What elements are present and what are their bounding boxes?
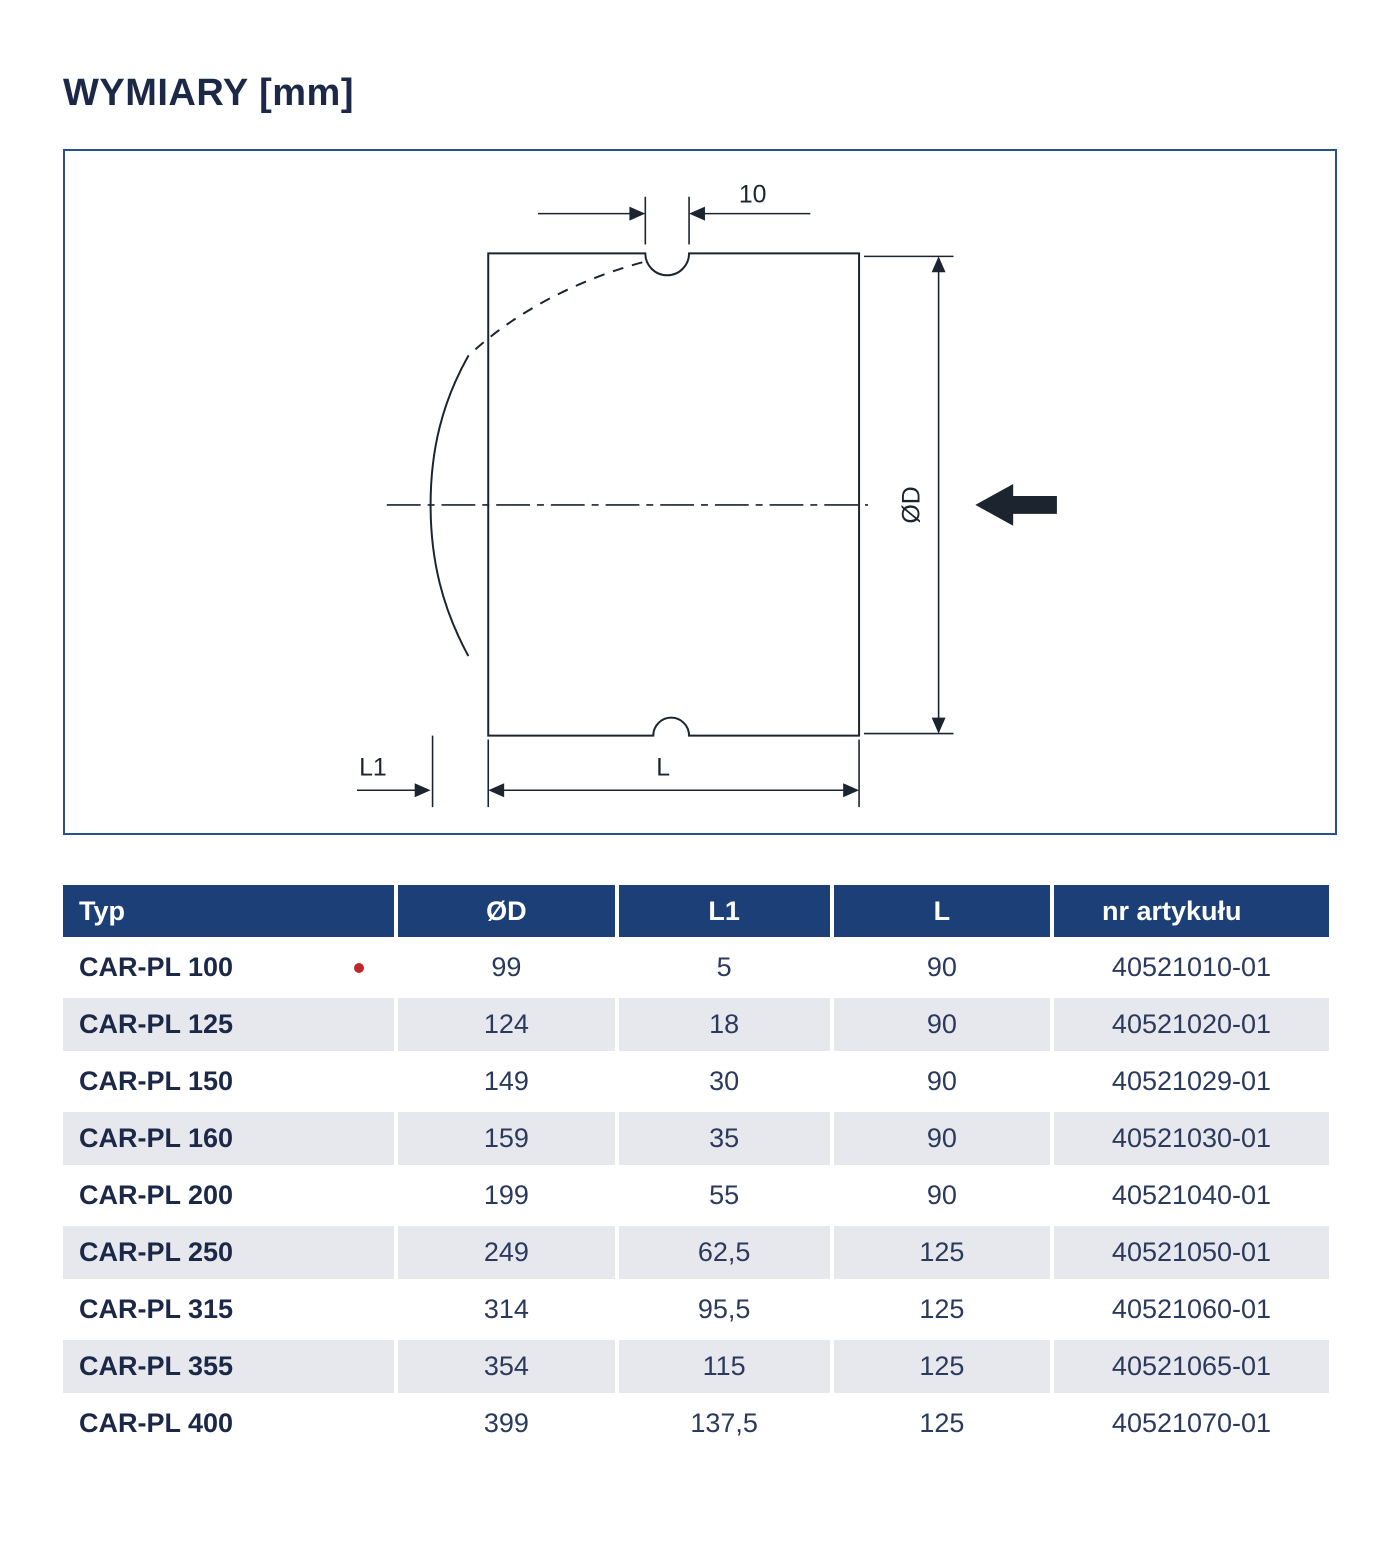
- dome-arc: [429, 355, 470, 657]
- cap-outline: [487, 252, 861, 737]
- cell-l: 90: [833, 998, 1050, 1051]
- col-header-l1: L1: [618, 885, 830, 937]
- col-header-l: L: [833, 885, 1050, 937]
- table-row: CAR-PL 100 99 5 90 40521010-01: [63, 941, 1329, 994]
- cell-od: 314: [398, 1283, 615, 1336]
- cell-l1: 55: [618, 1169, 830, 1222]
- dim-l: L: [488, 754, 860, 798]
- cell-nr: 40521070-01: [1054, 1397, 1329, 1450]
- cell-l: 90: [833, 1112, 1050, 1165]
- col-header-nr-artykulu: nr artykułu: [1054, 885, 1329, 937]
- table-row: CAR-PL 250 249 62,5 125 40521050-01: [63, 1226, 1329, 1279]
- cell-l1: 30: [618, 1055, 830, 1108]
- table-row: CAR-PL 400 399 137,5 125 40521070-01: [63, 1397, 1329, 1450]
- cell-typ: CAR-PL 200: [63, 1169, 395, 1222]
- dim-label-10: 10: [739, 182, 767, 209]
- col-header-typ: Typ: [63, 885, 395, 937]
- cell-l1: 5: [618, 941, 830, 994]
- cell-l: 90: [833, 941, 1050, 994]
- cell-nr: 40521050-01: [1054, 1226, 1329, 1279]
- cell-od: 159: [398, 1112, 615, 1165]
- cell-od: 354: [398, 1340, 615, 1393]
- cell-l1: 35: [618, 1112, 830, 1165]
- table-row: CAR-PL 315 314 95,5 125 40521060-01: [63, 1283, 1329, 1336]
- red-marker-dot: [354, 962, 365, 973]
- cell-l1: 62,5: [618, 1226, 830, 1279]
- cell-l: 125: [833, 1283, 1050, 1336]
- cell-od: 124: [398, 998, 615, 1051]
- cell-l1: 18: [618, 998, 830, 1051]
- dim-groove-10: 10: [537, 182, 811, 245]
- flow-arrow-icon: [975, 484, 1057, 526]
- dim-label-l: L: [656, 754, 670, 781]
- cell-nr: 40521020-01: [1054, 998, 1329, 1051]
- cell-nr: 40521029-01: [1054, 1055, 1329, 1108]
- drawing-frame: 10 ØD L1: [63, 149, 1337, 835]
- dome-hidden-arc: [467, 261, 643, 357]
- cell-nr: 40521065-01: [1054, 1340, 1329, 1393]
- cell-typ: CAR-PL 400: [63, 1397, 395, 1450]
- dimensions-table: Typ ØD L1 L nr artykułu CAR-PL 100 99 5 …: [59, 881, 1333, 1454]
- table-row: CAR-PL 125 124 18 90 40521020-01: [63, 998, 1329, 1051]
- dim-diameter-od: ØD: [864, 255, 954, 735]
- cell-nr: 40521040-01: [1054, 1169, 1329, 1222]
- table-row: CAR-PL 355 354 115 125 40521065-01: [63, 1340, 1329, 1393]
- col-header-od: ØD: [398, 885, 615, 937]
- cell-nr: 40521060-01: [1054, 1283, 1329, 1336]
- cell-od: 149: [398, 1055, 615, 1108]
- cell-typ: CAR-PL 160: [63, 1112, 395, 1165]
- extension-lines: [431, 735, 860, 808]
- cell-typ: CAR-PL 315: [63, 1283, 395, 1336]
- page-title: WYMIARY [mm]: [63, 72, 354, 114]
- table-row: CAR-PL 150 149 30 90 40521029-01: [63, 1055, 1329, 1108]
- table-row: CAR-PL 160 159 35 90 40521030-01: [63, 1112, 1329, 1165]
- cell-typ: CAR-PL 100: [63, 941, 395, 994]
- cell-l: 125: [833, 1340, 1050, 1393]
- cell-nr: 40521010-01: [1054, 941, 1329, 994]
- cell-od: 199: [398, 1169, 615, 1222]
- cell-typ: CAR-PL 355: [63, 1340, 395, 1393]
- cell-l: 125: [833, 1397, 1050, 1450]
- cell-l1: 95,5: [618, 1283, 830, 1336]
- dim-label-l1: L1: [359, 754, 387, 781]
- cell-l: 90: [833, 1055, 1050, 1108]
- cell-od: 99: [398, 941, 615, 994]
- dimension-drawing: 10 ØD L1: [357, 182, 1057, 808]
- table-row: CAR-PL 200 199 55 90 40521040-01: [63, 1169, 1329, 1222]
- catalog-page: WYMIARY [mm] 10: [59, 72, 1337, 1454]
- dim-l1: L1: [357, 754, 431, 798]
- cell-od: 399: [398, 1397, 615, 1450]
- cell-typ: CAR-PL 250: [63, 1226, 395, 1279]
- cell-l: 125: [833, 1226, 1050, 1279]
- dim-label-od: ØD: [899, 486, 926, 523]
- cell-l1: 115: [618, 1340, 830, 1393]
- cell-od: 249: [398, 1226, 615, 1279]
- cell-nr: 40521030-01: [1054, 1112, 1329, 1165]
- table-header-row: Typ ØD L1 L nr artykułu: [63, 885, 1329, 937]
- cell-typ: CAR-PL 125: [63, 998, 395, 1051]
- cell-l1: 137,5: [618, 1397, 830, 1450]
- cell-l: 90: [833, 1169, 1050, 1222]
- cell-typ: CAR-PL 150: [63, 1055, 395, 1108]
